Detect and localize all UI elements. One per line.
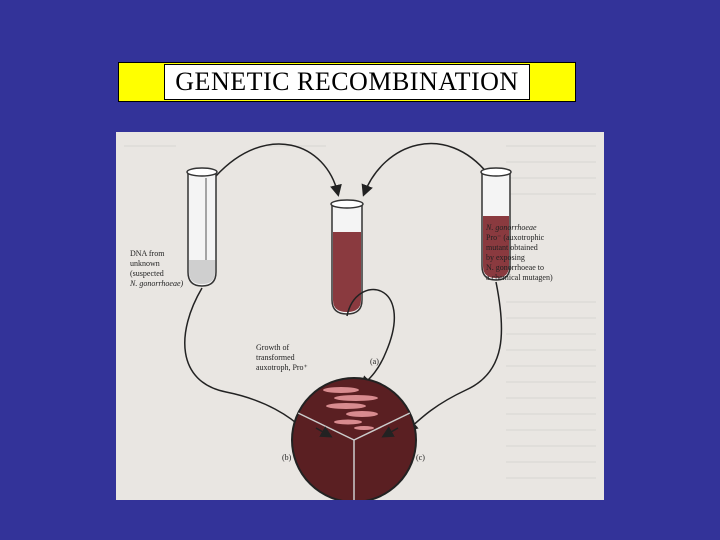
right-test-tube [480, 167, 512, 281]
petri-plate [291, 377, 417, 500]
left-tube-label: DNA from unknown (suspected N. gonorrhoe… [129, 249, 184, 288]
center-test-tube [330, 199, 364, 315]
slide-title: GENETIC RECOMBINATION [164, 64, 530, 100]
right-tube-label: N. gonorrhoeae Pro⁻ (auxotrophic mutant … [485, 223, 553, 282]
title-banner: GENETIC RECOMBINATION [118, 62, 576, 102]
panel-a-label: (a) [370, 357, 379, 366]
figure-svg: DNA from unknown (suspected N. gonorrhoe… [124, 142, 596, 500]
arrow-left-to-center [215, 143, 342, 197]
left-test-tube [186, 167, 218, 287]
recombination-figure: DNA from unknown (suspected N. gonorrhoe… [116, 132, 604, 500]
panel-c-label: (c) [416, 453, 425, 462]
growth-label: Growth of transformed auxotroph, Pro⁺ [256, 343, 308, 372]
arrow-right-to-center [361, 142, 489, 197]
arrow-left-to-plate [184, 287, 307, 433]
colony-streaks [323, 387, 378, 430]
arrow-center-to-plate [346, 288, 396, 389]
panel-b-label: (b) [282, 453, 292, 462]
arrow-right-to-plate [405, 281, 503, 433]
